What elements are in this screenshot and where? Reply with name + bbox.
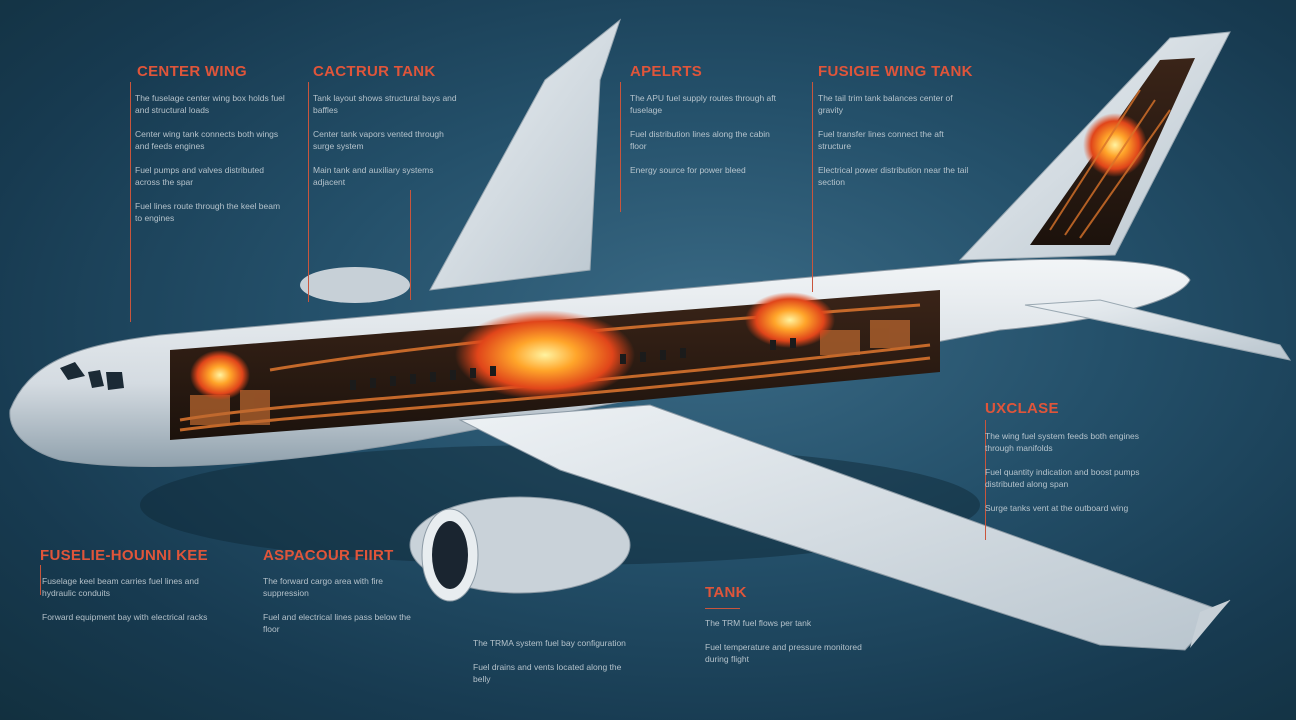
cockpit-windows xyxy=(60,362,124,390)
callout-aspacour-firt-text: The forward cargo area with fire suppres… xyxy=(263,576,411,634)
center-fire xyxy=(455,310,635,400)
callout-aspacour-firt-title: ASPACOUR FIIRT xyxy=(263,547,394,564)
callout-uxclase-text: The wing fuel system feeds both engines … xyxy=(985,431,1140,513)
cabin-windows xyxy=(350,338,796,390)
callout-uxclase-title: UXCLASE xyxy=(985,400,1059,417)
callout-tank-text: The TRM fuel flows per tank Fuel tempera… xyxy=(705,618,862,664)
callout-tank-title: TANK xyxy=(705,584,747,601)
callout-apelrts-title: APELRTS xyxy=(630,63,703,80)
callout-center-wing-text: The fuselage center wing box holds fuel … xyxy=(135,93,285,223)
winglet xyxy=(1190,600,1230,648)
aft-fire xyxy=(745,292,835,348)
forward-fire xyxy=(190,350,250,400)
far-wing xyxy=(429,18,622,291)
callout-cactrur-tank-title: CACTRUR TANK xyxy=(313,63,436,80)
callout-fusigie-wing-tank-title: FUSIGIE WING TANK xyxy=(818,63,973,80)
callout-fuselie-hounni-kee-title: FUSELIE-HOUNNI KEE xyxy=(40,547,208,564)
callout-center-wing-title: CENTER WING xyxy=(137,63,247,80)
engine-fan xyxy=(432,521,468,589)
callout-fuselie-hounni-kee-text: Fuselage keel beam carries fuel lines an… xyxy=(42,576,208,622)
horizontal-stabilizer xyxy=(1024,299,1292,361)
callout-bottom-mid-text: The TRMA system fuel bay configuration F… xyxy=(473,638,626,684)
callout-apelrts-text: The APU fuel supply routes through aft f… xyxy=(630,93,777,175)
tail-fire xyxy=(1083,113,1147,177)
callout-cactrur-tank-text: Tank layout shows structural bays and ba… xyxy=(313,93,457,187)
far-engine xyxy=(300,267,410,303)
callout-fusigie-wing-tank-text: The tail trim tank balances center of gr… xyxy=(818,93,969,187)
